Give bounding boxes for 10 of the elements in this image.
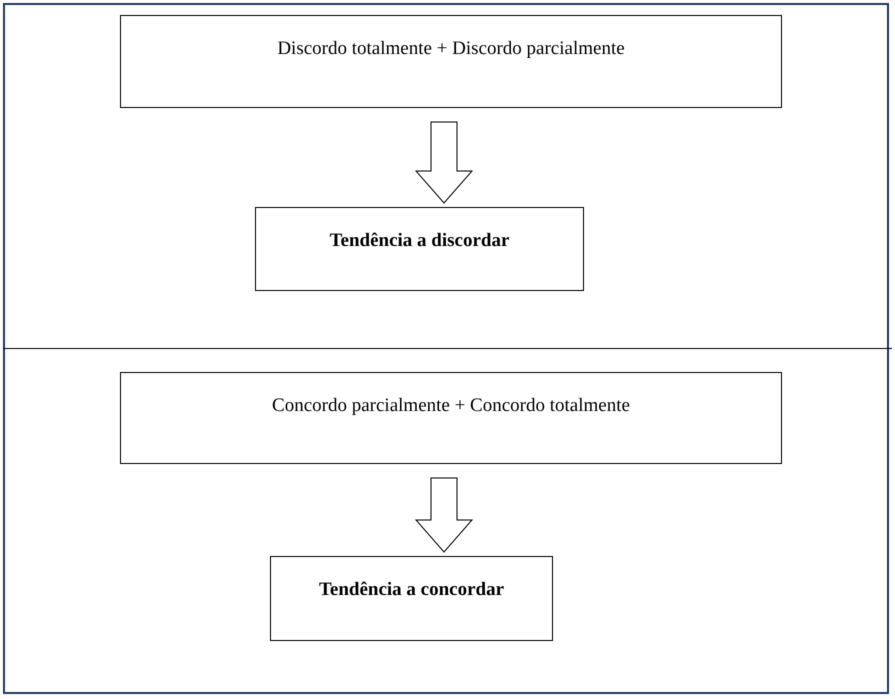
process-box [120,15,782,108]
box-text: Tendência a concordar [318,579,504,601]
block-arrow [414,478,474,553]
block-arrow [414,122,474,204]
result-box [270,556,553,641]
box-text: Tendência a discordar [330,230,510,252]
box-text: Concordo parcialmente + Concordo totalmente [272,395,630,417]
process-box [120,372,782,464]
result-box [255,207,584,291]
box-text: Discordo totalmente + Discordo parcialmente [277,38,625,60]
